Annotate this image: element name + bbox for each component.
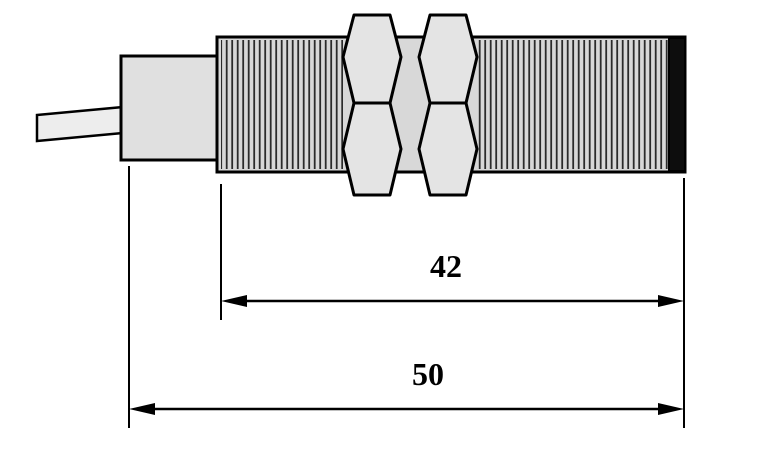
thread-hatch-right (478, 40, 669, 169)
hex-nut-2 (417, 13, 479, 197)
dimension-overall-length: 50 (129, 356, 684, 415)
arrowhead-42-right (658, 295, 684, 307)
drawing-group: 42 50 (35, 13, 687, 428)
arrowhead-42-left (221, 295, 247, 307)
rear-body (119, 54, 219, 162)
hex-nut-1-upper (341, 13, 403, 105)
hex-nut-1 (341, 13, 403, 197)
arrowhead-50-right (658, 403, 684, 415)
hex-nut-1-lower (341, 101, 403, 197)
hex-nut-2-lower (417, 101, 479, 197)
end-cap (668, 37, 686, 172)
thread-hatch-left (221, 40, 343, 169)
dimension-barrel-length: 42 (221, 248, 684, 307)
hex-nut-2-upper (417, 13, 479, 105)
dim-label-50: 50 (412, 356, 444, 392)
dim-label-42: 42 (430, 248, 462, 284)
arrowhead-50-left (129, 403, 155, 415)
